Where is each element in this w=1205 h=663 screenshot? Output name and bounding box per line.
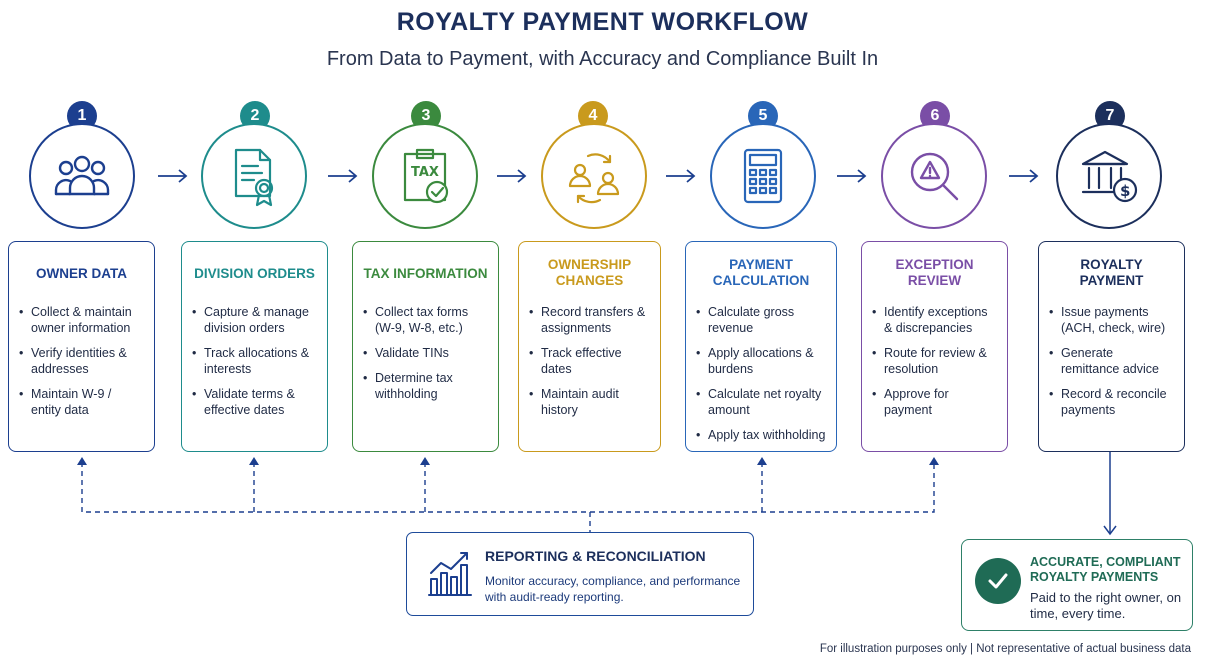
card-bullet: Record transfers & assignments: [529, 304, 650, 336]
step-circle-3: TAX: [372, 123, 478, 229]
card-bullet: Apply tax withholding: [696, 427, 826, 443]
step-card-division-orders: DIVISION ORDERS Capture & manage divisio…: [181, 241, 328, 452]
card-bullet: Generate remittance advice: [1049, 345, 1174, 377]
card-bullet: Issue payments (ACH, check, wire): [1049, 304, 1174, 336]
step-circle-5: [710, 123, 816, 229]
card-title: DIVISION ORDERS: [194, 266, 315, 281]
tax-clipboard-icon: TAX: [403, 148, 449, 204]
arrow-6-7: [1009, 169, 1039, 183]
card-title: OWNER DATA: [36, 266, 127, 281]
step-circle-6: [881, 123, 987, 229]
users-icon: [54, 155, 110, 196]
arrow-3-4: [497, 169, 527, 183]
card-bullet: Calculate net royalty amount: [696, 386, 826, 418]
tax-icon-text: TAX: [411, 165, 439, 180]
step-card-ownership-changes: OWNERSHIP CHANGES Record transfers & ass…: [518, 241, 661, 452]
card-bullet: Calculate gross revenue: [696, 304, 826, 336]
step-card-exception-review: EXCEPTION REVIEW Identify exceptions & d…: [861, 241, 1008, 452]
check-circle-icon: [975, 558, 1021, 604]
step-circle-7: $: [1056, 123, 1162, 229]
bank-payment-icon: $: [1081, 150, 1138, 203]
card-bullet: Track effective dates: [529, 345, 650, 377]
step-card-payment-calculation: PAYMENT CALCULATION Calculate gross reve…: [685, 241, 837, 452]
outcome-title: ACCURATE, COMPLIANT ROYALTY PAYMENTS: [1030, 555, 1181, 584]
card-bullet: Record & reconcile payments: [1049, 386, 1174, 418]
reporting-title: REPORTING & RECONCILIATION: [485, 548, 706, 564]
arrow-2-3: [328, 169, 358, 183]
card-bullet: Approve for payment: [872, 386, 997, 418]
card-bullet: Identify exceptions & discrepancies: [872, 304, 997, 336]
card-title: TAX INFORMATION: [363, 266, 488, 281]
card-title: ROYALTY PAYMENT: [1079, 257, 1144, 288]
card-bullet: Track allocations & interests: [192, 345, 317, 377]
arrow-1-2: [158, 169, 188, 183]
arrow-5-6: [837, 169, 867, 183]
svg-text:$: $: [1120, 182, 1130, 200]
card-bullet: Maintain W-9 / entity data: [19, 386, 144, 418]
step-card-owner-data: OWNER DATA Collect & maintain owner info…: [8, 241, 155, 452]
card-bullet: Determine tax withholding: [363, 370, 488, 402]
reporting-description: Monitor accuracy, compliance, and perfor…: [485, 574, 741, 604]
card-bullet: Validate terms & effective dates: [192, 386, 317, 418]
certificate-document-icon: [234, 148, 274, 207]
calculator-icon: [743, 148, 783, 204]
page-subtitle: From Data to Payment, with Accuracy and …: [326, 48, 879, 70]
card-bullet: Capture & manage division orders: [192, 304, 317, 336]
outcome-description: Paid to the right owner, on time, every …: [1030, 590, 1182, 621]
card-bullet: Apply allocations & burdens: [696, 345, 826, 377]
card-bullet: Validate TINs: [363, 345, 488, 361]
card-title: PAYMENT CALCULATION: [712, 257, 810, 288]
step-card-royalty-payment: ROYALTY PAYMENT Issue payments (ACH, che…: [1038, 241, 1185, 452]
ownership-transfer-icon: [568, 153, 620, 204]
card-bullet: Route for review & resolution: [872, 345, 997, 377]
card-bullet: Collect & maintain owner information: [19, 304, 144, 336]
bar-chart-trend-icon: [428, 552, 472, 596]
card-bullet: Maintain audit history: [529, 386, 650, 418]
card-bullet: Verify identities & addresses: [19, 345, 144, 377]
card-title: OWNERSHIP CHANGES: [547, 257, 632, 288]
outcome-box: ACCURATE, COMPLIANT ROYALTY PAYMENTS Pai…: [961, 539, 1193, 631]
reporting-reconciliation-box: REPORTING & RECONCILIATION Monitor accur…: [406, 532, 754, 616]
warning-magnifier-icon: [910, 152, 959, 201]
page-title: ROYALTY PAYMENT WORKFLOW: [396, 8, 809, 36]
step-circle-4: [541, 123, 647, 229]
card-bullet: Collect tax forms (W-9, W-8, etc.): [363, 304, 488, 336]
step-card-tax-information: TAX INFORMATION Collect tax forms (W-9, …: [352, 241, 499, 452]
arrow-4-5: [666, 169, 696, 183]
card-title: EXCEPTION REVIEW: [895, 257, 974, 288]
step-circle-2: [201, 123, 307, 229]
disclaimer-footer: For illustration purposes only | Not rep…: [819, 643, 1191, 655]
step-circle-1: [29, 123, 135, 229]
